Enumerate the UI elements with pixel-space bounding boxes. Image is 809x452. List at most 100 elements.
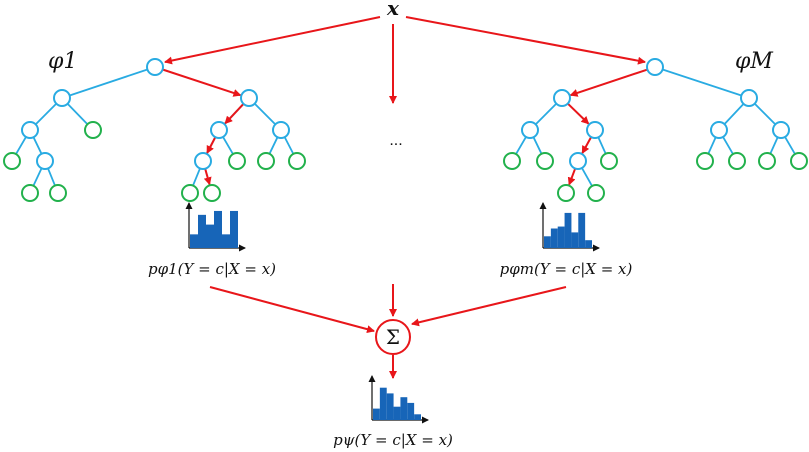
decision-path-arrow xyxy=(569,68,648,97)
internal-node xyxy=(586,121,604,139)
decision-path-arrow xyxy=(224,103,245,125)
histogram-bar xyxy=(578,212,586,248)
sum-symbol: Σ xyxy=(386,325,400,349)
tree1-distribution-label: pφ1(Y = c|X = x) xyxy=(148,260,276,278)
path-arrows xyxy=(162,16,648,379)
decision-path-arrow xyxy=(206,136,217,154)
histograms xyxy=(185,202,600,424)
internal-node xyxy=(772,121,790,139)
tree1-to-sum-arrow xyxy=(209,286,375,334)
tree-edge xyxy=(66,103,89,125)
internal-node xyxy=(21,121,39,139)
histogram-bar xyxy=(564,212,572,248)
histogram-bar xyxy=(379,387,387,420)
tree-edge xyxy=(515,136,527,155)
internal-node xyxy=(646,58,664,76)
input-to-tree1-arrow xyxy=(164,16,381,65)
histogram-bar xyxy=(222,234,230,248)
histogram-bar xyxy=(550,228,558,248)
internal-node xyxy=(740,89,758,107)
ellipsis-text: ... xyxy=(389,132,402,149)
internal-node xyxy=(210,121,228,139)
ensemble-distribution-label: pψ(Y = c|X = x) xyxy=(333,431,453,449)
histogram-bar xyxy=(386,393,394,420)
internal-node xyxy=(194,152,212,170)
leaf-node xyxy=(288,152,306,170)
histogram-bar xyxy=(414,414,421,420)
tree-edge xyxy=(32,136,43,155)
histogram-bar xyxy=(544,236,551,248)
leaf-node xyxy=(696,152,714,170)
histogram-bar xyxy=(407,402,415,420)
leaf-node xyxy=(181,184,199,202)
tree-edge xyxy=(662,68,742,97)
histogram-bar xyxy=(393,406,401,420)
sum-node xyxy=(375,319,411,355)
leaf-node xyxy=(228,152,246,170)
tree-edges xyxy=(15,68,796,187)
tree-edge xyxy=(722,136,734,155)
histogram-bar xyxy=(190,234,198,248)
treem-histogram xyxy=(539,202,600,252)
decision-path-arrow xyxy=(567,168,577,186)
tree-edge xyxy=(69,68,148,97)
leaf-node xyxy=(587,184,605,202)
leaf-node xyxy=(3,152,21,170)
histogram-bar xyxy=(400,397,408,420)
leaf-node xyxy=(503,152,521,170)
internal-node xyxy=(521,121,539,139)
histogram-bar xyxy=(557,226,565,248)
input-to-treem-arrow xyxy=(405,16,646,65)
treem-to-sum-arrow xyxy=(411,286,567,327)
leaf-node xyxy=(536,152,554,170)
internal-node xyxy=(569,152,587,170)
tree-edge xyxy=(283,136,295,155)
tree-edge xyxy=(769,136,779,155)
tree-nodes xyxy=(3,58,808,202)
histogram-bar xyxy=(206,224,214,248)
internal-node xyxy=(146,58,164,76)
tree-edge xyxy=(532,136,543,155)
tree-edge xyxy=(581,167,593,187)
tree-edge xyxy=(597,136,607,155)
leaf-node xyxy=(21,184,39,202)
tree-edge xyxy=(35,103,57,125)
leaf-node xyxy=(84,121,102,139)
leaf-node xyxy=(758,152,776,170)
leaf-node xyxy=(600,152,618,170)
input-label: x xyxy=(386,0,400,20)
tree-label-first: φ1 xyxy=(48,49,77,74)
tree-edge xyxy=(222,136,234,155)
decision-path-arrow xyxy=(581,136,593,154)
tree-edge xyxy=(192,168,201,186)
histogram-bar xyxy=(373,408,380,420)
histogram-bar xyxy=(571,232,579,248)
tree-edge xyxy=(754,103,776,125)
internal-node xyxy=(53,89,71,107)
leaf-node xyxy=(203,184,221,202)
leaf-node xyxy=(790,152,808,170)
leaf-node xyxy=(49,184,67,202)
decision-path-arrow xyxy=(567,102,590,125)
leaf-node xyxy=(557,184,575,202)
decision-path-arrow xyxy=(162,68,242,97)
ensemble-histogram xyxy=(368,375,429,424)
tree-label-last: φM xyxy=(735,49,773,74)
leaf-node xyxy=(257,152,275,170)
tree-edge xyxy=(32,167,43,187)
tree-edge xyxy=(707,136,717,155)
treem-distribution-label: pφm(Y = c|X = x) xyxy=(500,260,633,278)
tree-edge xyxy=(784,136,796,155)
histogram-bar xyxy=(585,240,592,248)
tree-edge xyxy=(15,136,27,155)
internal-node xyxy=(240,89,258,107)
histogram-bar xyxy=(214,210,222,248)
tree-edge xyxy=(47,168,56,186)
tree-edge xyxy=(535,103,557,125)
tree-edge xyxy=(723,103,745,125)
decision-path-arrow xyxy=(203,168,212,186)
internal-node xyxy=(36,152,54,170)
internal-node xyxy=(710,121,728,139)
tree-edge xyxy=(268,136,279,155)
